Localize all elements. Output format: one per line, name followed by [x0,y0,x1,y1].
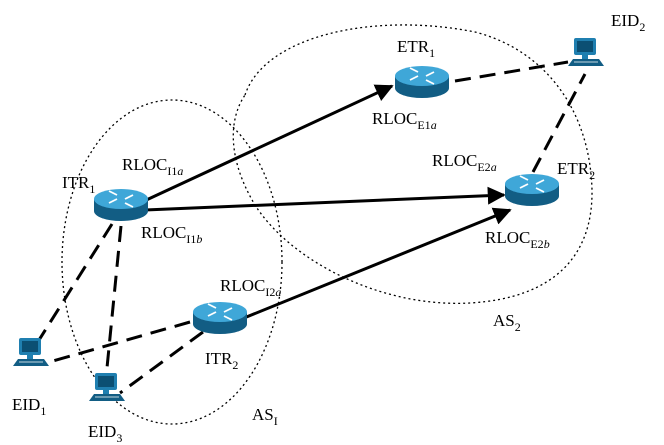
router-etr1 [395,66,449,98]
router-itr2 [193,302,247,334]
tunnel-itr1-etr2 [144,186,506,212]
eid2-label: EID2 [611,11,645,34]
rloc-i2a-label: RLOCI2a [220,276,281,299]
router-etr2 [505,174,559,206]
labels: ITR1 ITR2 ETR1 ETR2 EID1 EID2 EID3 RLOCI… [12,11,645,445]
host-eid3 [89,373,125,401]
link-etr1-eid2 [454,60,569,83]
rloc-i1a-label: RLOCI1a [122,155,183,178]
itr1-label: ITR1 [62,173,95,196]
as2-label: AS2 [493,311,521,334]
access-links [32,60,587,395]
eid1-label: EID1 [12,395,46,418]
router-itr1 [94,189,148,221]
link-itr2-eid1 [45,320,191,365]
itr2-label: ITR2 [205,349,238,372]
rloc-e1a-label: RLOCE1a [372,109,437,132]
tunnel-itr2-etr2 [243,207,512,320]
etr1-label: ETR1 [397,37,435,60]
link-itr1-eid1 [32,223,114,349]
link-itr2-eid3 [119,330,204,395]
host-eid2 [568,38,604,66]
rloc-e2a-label: RLOCE2a [432,151,497,174]
etr2-label: ETR2 [557,159,595,182]
rloc-e2b-label: RLOCE2b [485,228,550,251]
rloc-i1b-label: RLOCI1b [141,223,202,246]
eid3-label: EID3 [88,422,122,445]
link-etr2-eid2 [531,73,587,173]
tunnels [141,84,512,320]
as1-label: ASI [252,405,278,428]
link-itr1-eid3 [104,225,123,379]
as1-boundary [61,99,283,425]
host-eid1 [13,338,49,366]
tunnel-itr1-etr1 [141,84,394,204]
